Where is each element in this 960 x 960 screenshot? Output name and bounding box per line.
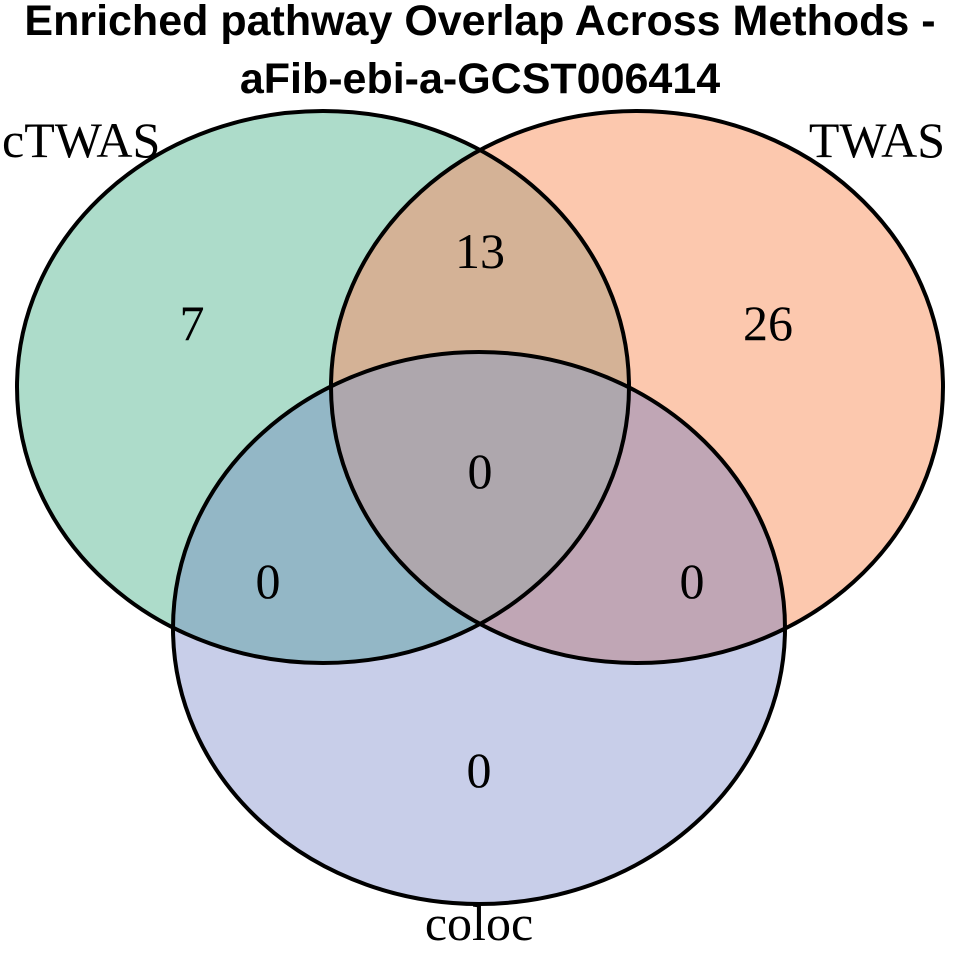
twas-coloc-value: 0: [680, 553, 705, 609]
coloc-only-value: 0: [467, 742, 492, 798]
ctwas-coloc-value: 0: [256, 553, 281, 609]
coloc-set-label: coloc: [425, 895, 533, 951]
ctwas-only-value: 7: [180, 295, 205, 351]
chart-title-line-1: Enriched pathway Overlap Across Methods …: [24, 0, 935, 45]
coloc-outline: [171, 350, 787, 906]
twas-set-label: TWAS: [809, 112, 945, 168]
ctwas-twas-value: 13: [455, 223, 505, 279]
chart-title-line-2: aFib-ebi-a-GCST006414: [240, 55, 720, 103]
twas-only-value: 26: [743, 295, 793, 351]
triple-overlap-value: 0: [468, 443, 493, 499]
ctwas-set-label: cTWAS: [2, 112, 160, 168]
